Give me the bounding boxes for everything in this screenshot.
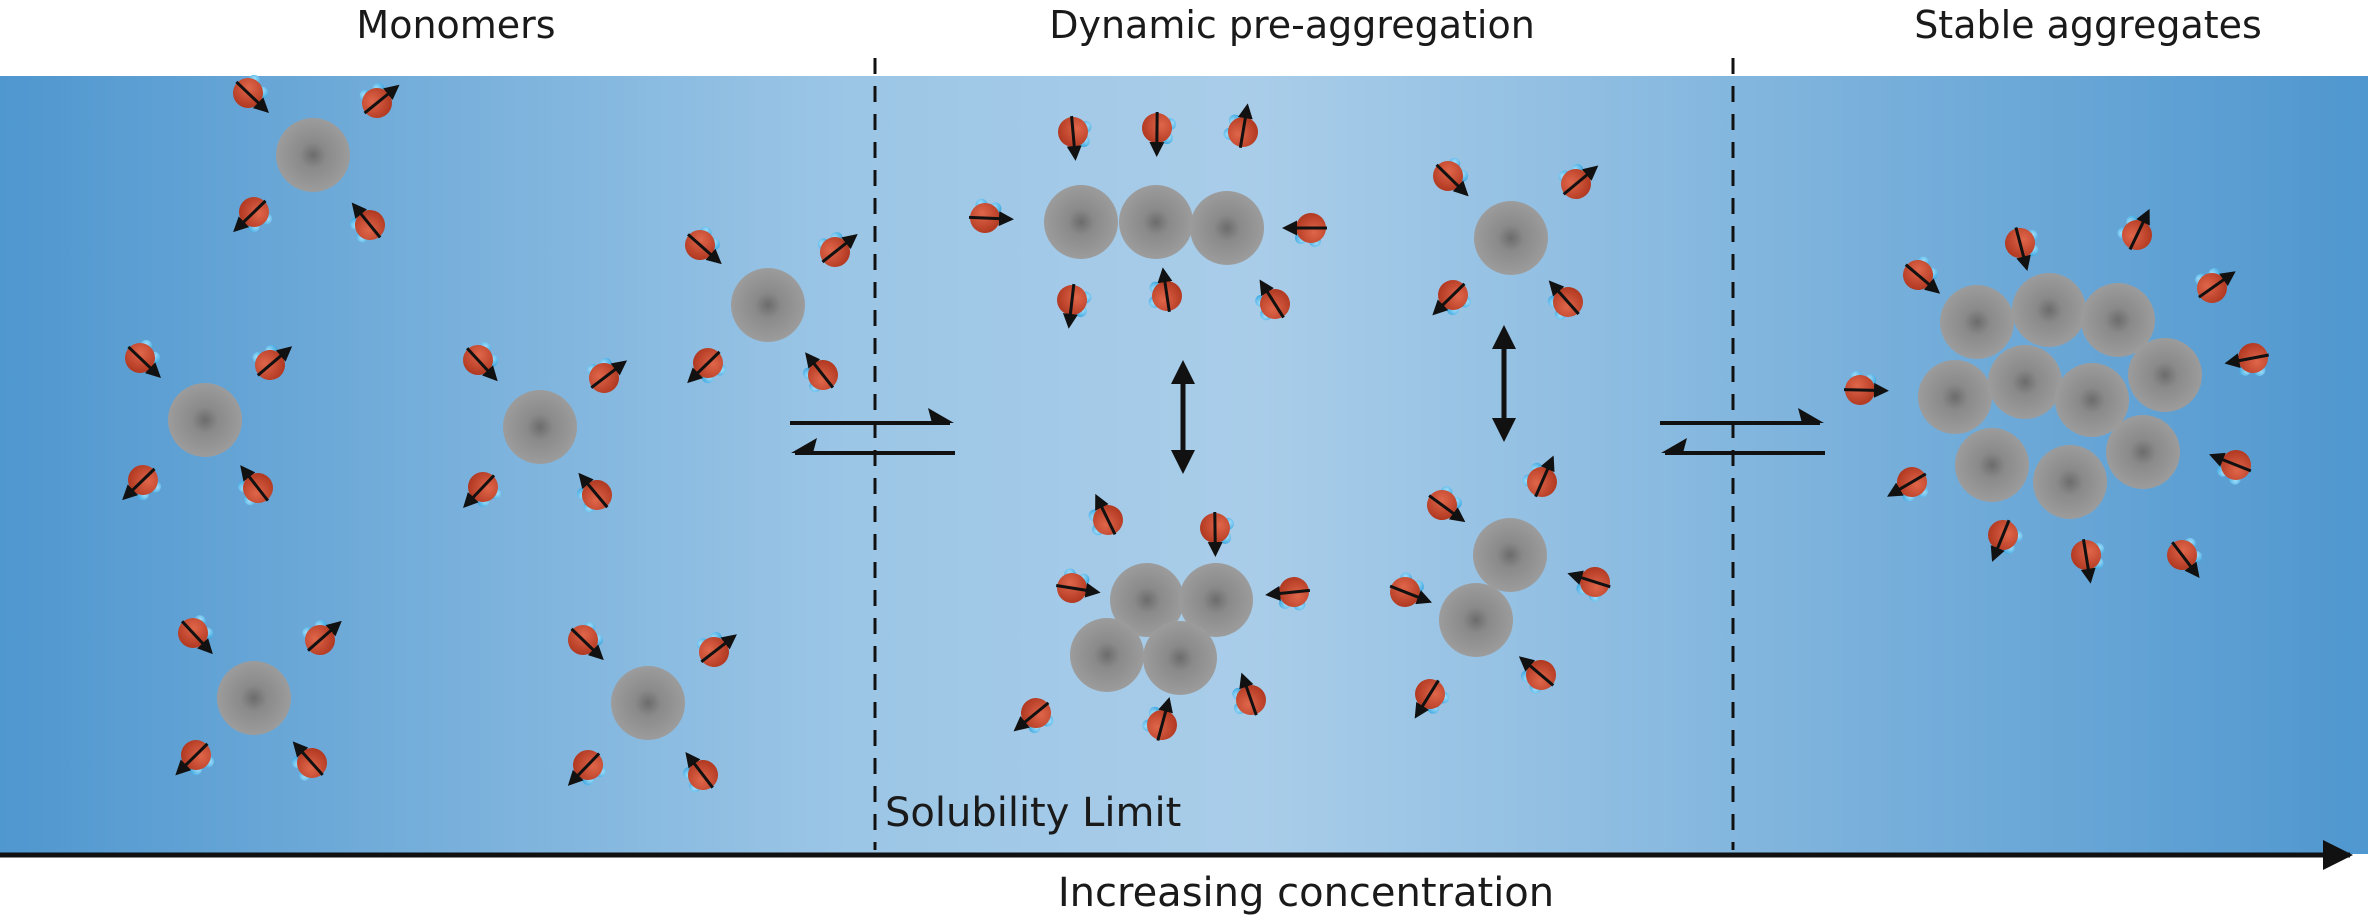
water-molecule: [233, 197, 272, 233]
solute-sphere: [217, 661, 291, 735]
solute-sphere: [1988, 345, 2062, 419]
solute-sphere: [1474, 201, 1548, 275]
solute-sphere: [1143, 621, 1217, 695]
water-molecule: [1223, 103, 1258, 149]
water-molecule: [359, 82, 400, 118]
water-molecule: [1843, 370, 1889, 405]
water-molecule: [1522, 455, 1557, 498]
water-molecule: [1142, 111, 1177, 157]
solute-sphere: [2033, 445, 2107, 519]
water-molecule: [568, 621, 604, 661]
header-monomers: Monomers: [356, 3, 555, 47]
solute-sphere: [168, 383, 242, 457]
solute-sphere: [1190, 191, 1264, 265]
solute-sphere: [1110, 563, 1184, 637]
water-molecule: [1886, 467, 1929, 502]
water-molecule: [1013, 698, 1054, 734]
water-molecule: [2117, 208, 2152, 251]
equilibrium-arrows-right: [1660, 408, 1825, 455]
water-molecule: [1148, 267, 1182, 313]
header-stable-aggregates: Stable aggregates: [1914, 3, 2262, 47]
equilibrium-arrows-left: [790, 408, 955, 455]
water-molecule: [586, 357, 628, 393]
water-molecule: [2071, 538, 2105, 584]
solute-sphere: [1940, 285, 2014, 359]
water-molecule: [682, 751, 718, 793]
water-molecule: [1547, 280, 1583, 320]
water-molecule: [178, 615, 214, 655]
interconversion-arrow-1: [1171, 360, 1195, 474]
water-molecule: [1389, 572, 1432, 607]
solute-sphere: [2055, 363, 2129, 437]
water-molecule: [252, 344, 293, 380]
water-molecule: [1282, 213, 1327, 247]
solute-sphere: [503, 390, 577, 464]
water-molecule: [802, 352, 838, 393]
solute-sphere: [1439, 583, 1513, 657]
water-molecule: [1255, 279, 1290, 321]
solute-sphere: [1179, 563, 1253, 637]
water-molecule: [1903, 256, 1941, 294]
solute-sphere: [1070, 618, 1144, 692]
solubility-limit-label: Solubility Limit: [885, 790, 1181, 836]
water-molecule: [122, 465, 161, 501]
concentration-axis-label: Increasing concentration: [1058, 870, 1554, 916]
solute-sphere: [1044, 185, 1118, 259]
solute-sphere: [2106, 415, 2180, 489]
solute-sphere: [1473, 518, 1547, 592]
solute-sphere: [276, 118, 350, 192]
water-molecule: [1265, 577, 1311, 611]
water-molecule: [968, 198, 1014, 233]
water-molecule: [2195, 268, 2236, 303]
solute-sphere: [2128, 338, 2202, 412]
solute-sphere: [1955, 428, 2029, 502]
water-molecule: [233, 74, 269, 114]
water-molecule: [696, 631, 737, 667]
water-molecule: [463, 342, 499, 382]
water-molecule: [175, 740, 214, 776]
water-molecule: [576, 472, 612, 513]
water-molecule: [1432, 280, 1471, 316]
water-molecule: [1142, 696, 1177, 741]
water-molecule: [1088, 493, 1123, 536]
water-molecule: [2209, 450, 2252, 485]
water-molecule: [1567, 567, 1611, 602]
water-molecule: [1232, 672, 1266, 716]
molecules-layer: [122, 74, 2269, 793]
water-molecule: [1055, 568, 1101, 603]
water-molecule: [567, 750, 607, 786]
water-molecule: [1433, 157, 1469, 197]
water-molecule: [2005, 227, 2039, 272]
water-molecule: [1558, 163, 1599, 199]
header-pre-aggregation: Dynamic pre-aggregation: [1049, 3, 1535, 47]
water-molecule: [817, 231, 858, 267]
water-molecule: [349, 202, 385, 243]
water-molecule: [687, 348, 726, 384]
solute-sphere: [2012, 273, 2086, 347]
solute-sphere: [1119, 185, 1193, 259]
water-molecule: [1057, 283, 1092, 329]
water-molecule: [2224, 343, 2269, 377]
water-molecule: [1427, 486, 1466, 523]
water-molecule: [685, 226, 722, 265]
water-molecule: [291, 741, 327, 781]
solute-sphere: [611, 666, 685, 740]
water-molecule: [237, 465, 273, 506]
water-molecule: [125, 339, 161, 379]
solute-sphere: [731, 268, 805, 342]
water-molecule: [1988, 519, 2023, 562]
water-molecule: [1058, 115, 1092, 161]
water-molecule: [463, 472, 502, 509]
solute-sphere: [1918, 360, 1992, 434]
solute-sphere: [2081, 283, 2155, 357]
water-molecule: [1200, 511, 1234, 557]
water-molecule: [1414, 679, 1450, 719]
water-molecule: [1518, 656, 1556, 694]
water-molecule: [2167, 537, 2203, 579]
interconversion-arrow-2: [1492, 325, 1516, 442]
water-molecule: [302, 619, 342, 655]
